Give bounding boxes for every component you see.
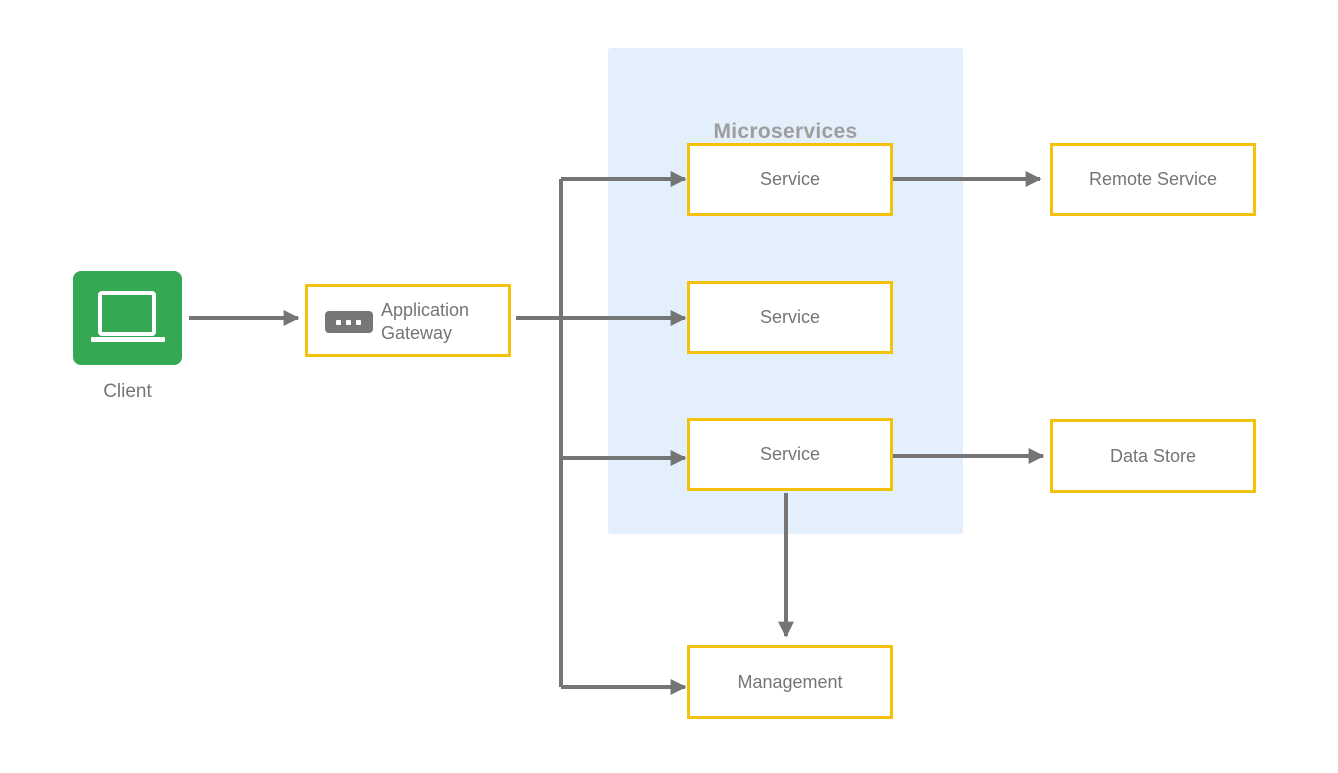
application-gateway-node: Application Gateway [305,284,511,357]
client-laptop-icon [73,271,182,365]
gateway-icon-dot [356,320,361,325]
gateway-label-line1: Application [381,300,470,320]
service-node-2: Service [687,281,893,354]
service-node-3: Service [687,418,893,491]
remote-service-node: Remote Service [1050,143,1256,216]
gateway-icon-dot [336,320,341,325]
gateway-label: Application Gateway [381,299,469,345]
gateway-icon [325,311,373,333]
group-title: Microservices [713,120,858,143]
service-node-1: Service [687,143,893,216]
gateway-icon-dot [346,320,351,325]
laptop-icon [91,291,165,342]
data-store-node: Data Store [1050,419,1256,493]
gateway-label-line2: Gateway [381,323,453,343]
client-label: Client [103,381,152,402]
management-node: Management [687,645,893,719]
